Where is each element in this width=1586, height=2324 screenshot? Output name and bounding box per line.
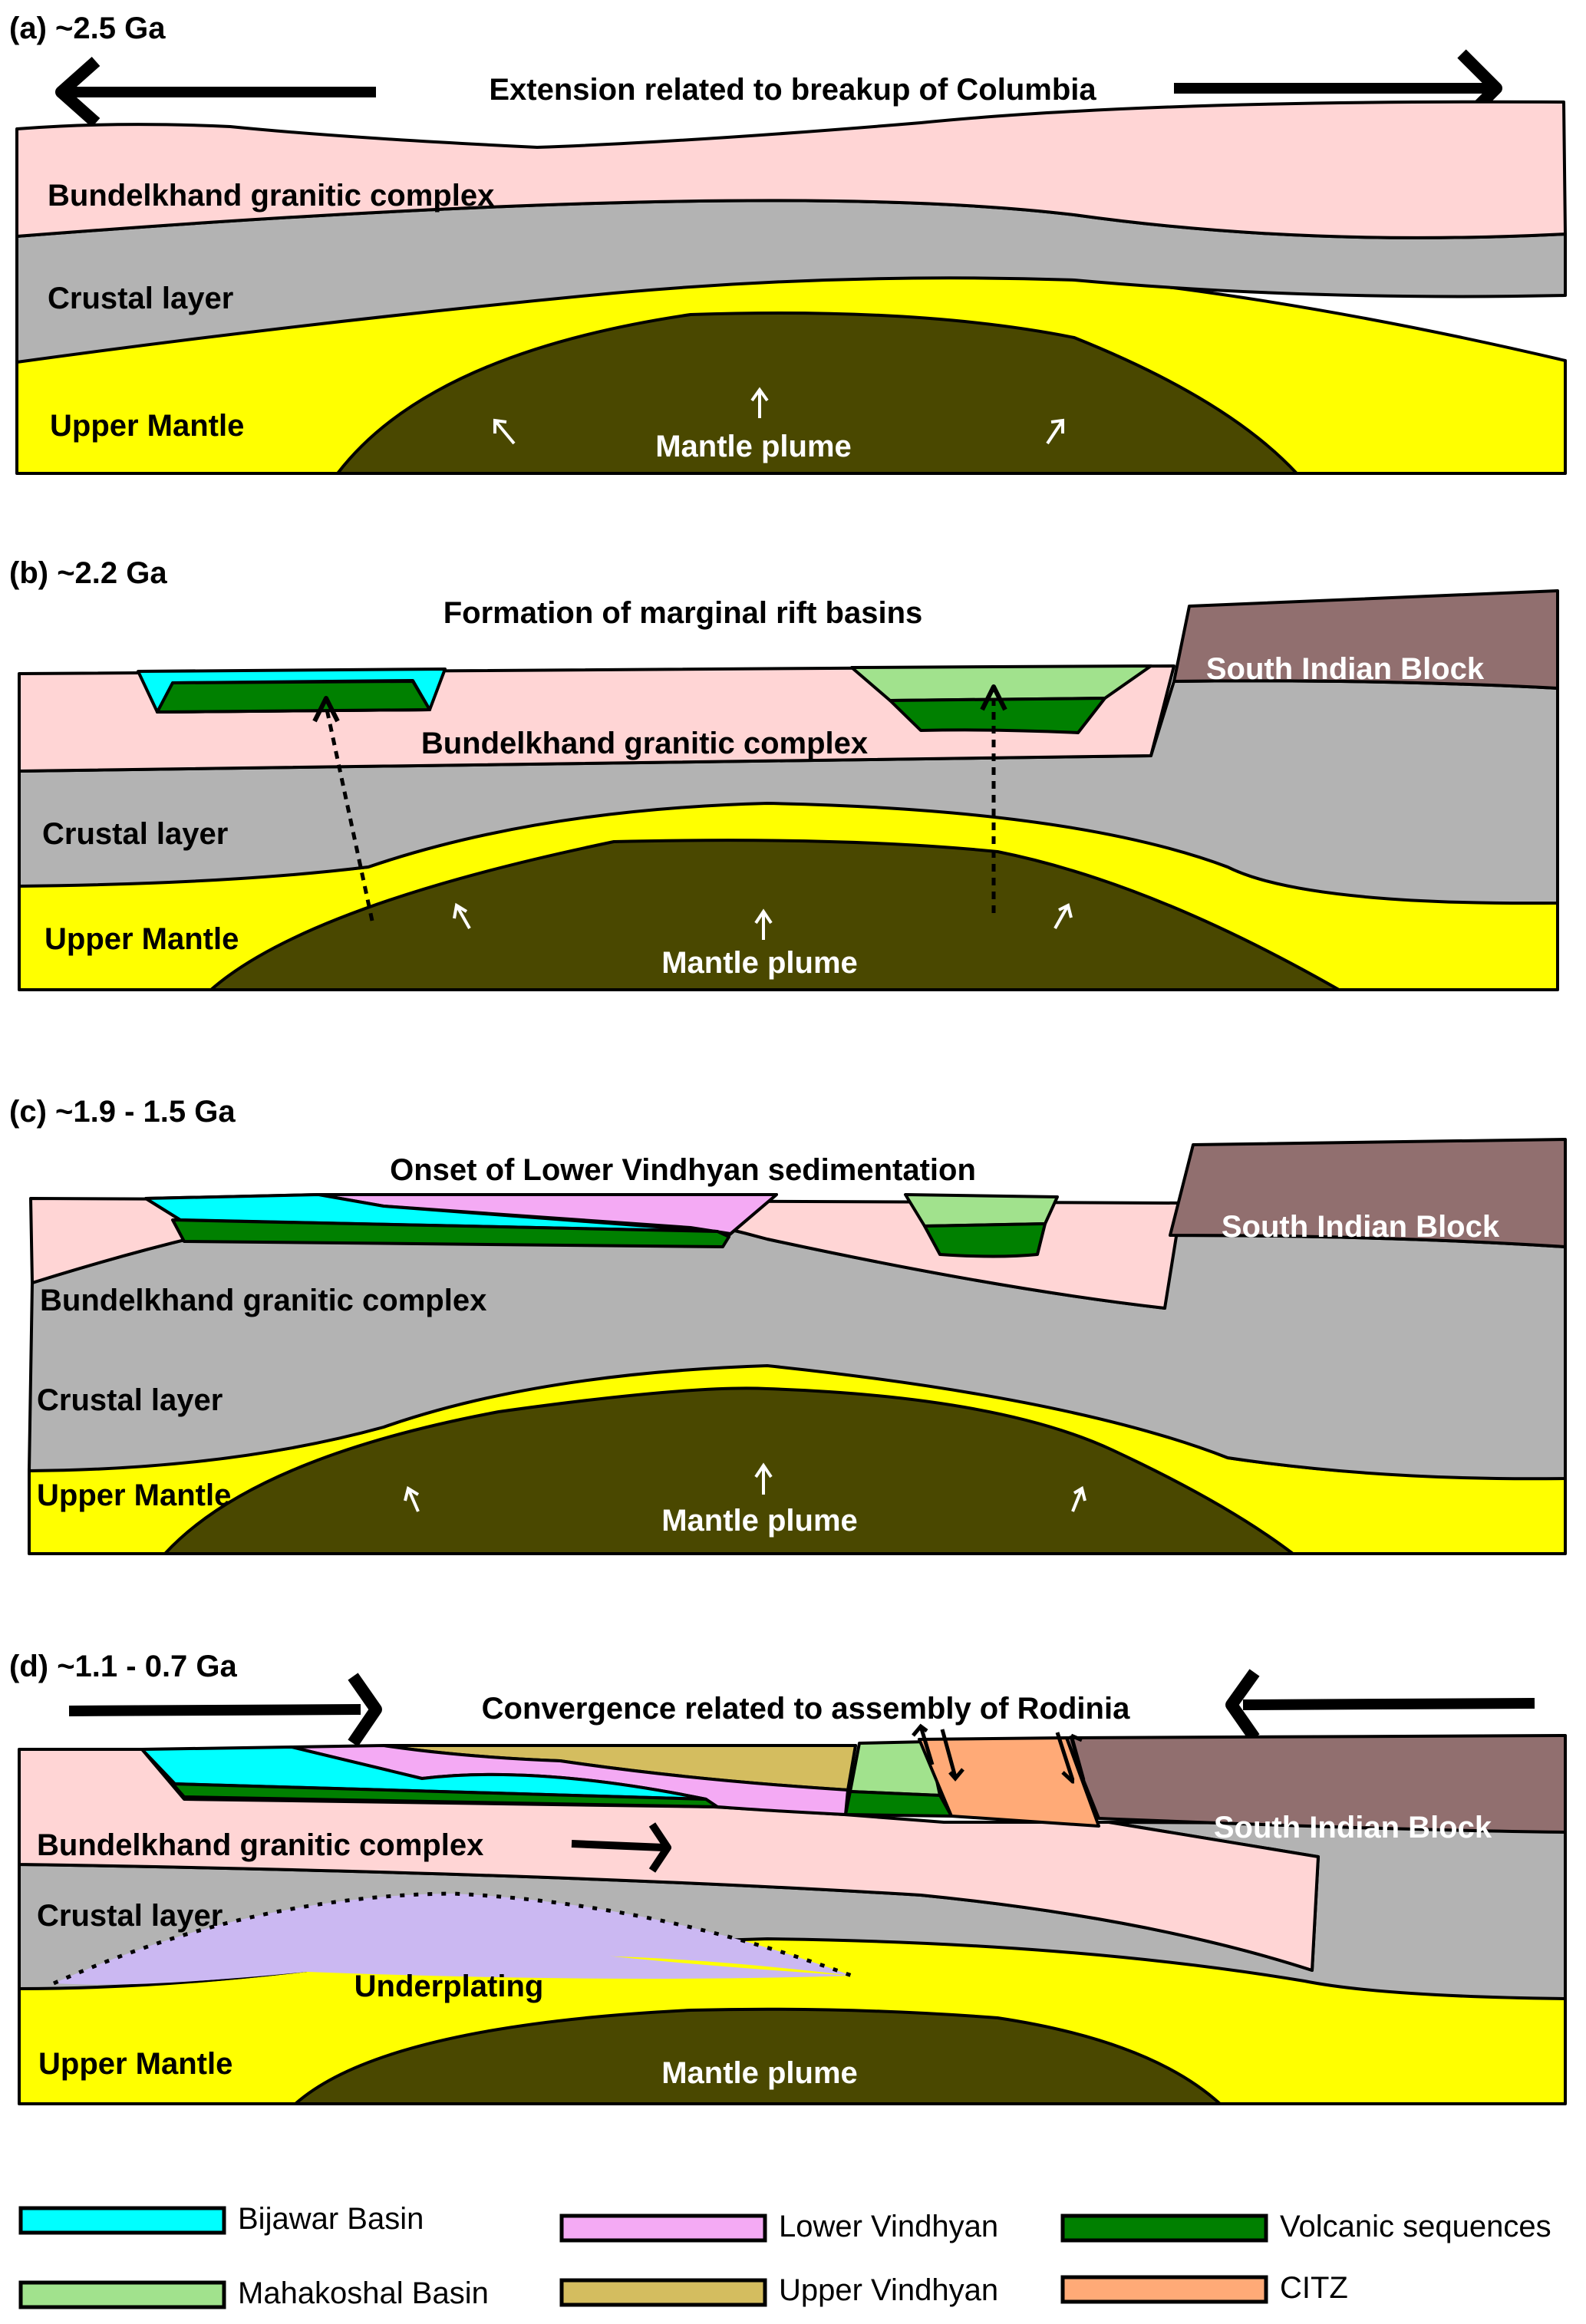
plume-label-b: Mantle plume <box>661 946 858 980</box>
granite-label-d: Bundelkhand granitic complex <box>37 1828 483 1862</box>
extension-arrow-left <box>55 57 376 127</box>
legend-item-upper-vindhyan: Upper Vindhyan <box>559 2273 998 2307</box>
mantle-plume-c <box>163 1386 1294 1555</box>
crust-label-d: Crustal layer <box>37 1899 223 1933</box>
south-indian-block-d <box>1065 1734 1567 1834</box>
block-label-c: South Indian Block <box>1222 1210 1500 1244</box>
legend-swatch-bijawar <box>18 2206 226 2235</box>
plume-label-a: Mantle plume <box>655 430 852 463</box>
volcanic-sequence-mahakoshal-c <box>923 1222 1047 1258</box>
legend-swatch-mahakoshal <box>18 2280 226 2309</box>
granite-label-a: Bundelkhand granitic complex <box>48 179 494 213</box>
legend-item-volcanic: Volcanic sequences <box>1060 2210 1551 2243</box>
block-label-b: South Indian Block <box>1206 652 1485 686</box>
legend: Bijawar Basin Lower Vindhyan Volcanic se… <box>18 2202 1551 2310</box>
plume-label-d: Mantle plume <box>661 2056 858 2090</box>
legend-swatch-citz <box>1060 2275 1268 2304</box>
volcanic-sequence-bijawar-d <box>171 1782 719 1808</box>
volcanic-sequence-bijawar-c <box>171 1218 730 1248</box>
panel-c-caption: Onset of Lower Vindhyan sedimentation <box>390 1153 976 1187</box>
mantle-plume-d <box>294 2007 1222 2105</box>
granite-layer-a <box>15 100 1567 239</box>
panel-b: (b) ~2.2 Ga Formation of marginal rift b… <box>9 556 1559 991</box>
panel-c: (c) ~1.9 - 1.5 Ga Onset of Lower Vindhya… <box>9 1095 1567 1555</box>
volcanic-sequence-mahakoshal-d <box>844 1790 953 1818</box>
panel-d-label: (d) ~1.1 - 0.7 Ga <box>9 1650 238 1683</box>
legend-label-mahakoshal: Mahakoshal Basin <box>238 2276 489 2310</box>
legend-item-lower-vindhyan: Lower Vindhyan <box>559 2210 998 2243</box>
mantle-label-b: Upper Mantle <box>45 922 239 956</box>
convergence-arrow-left <box>1225 1669 1535 1742</box>
magma-pathway-arrows-b <box>312 684 1007 921</box>
granite-label-c: Bundelkhand granitic complex <box>40 1284 486 1317</box>
legend-item-bijawar: Bijawar Basin <box>18 2202 424 2236</box>
plume-label-c: Mantle plume <box>661 1504 858 1538</box>
mahakoshal-basin-b <box>850 664 1152 702</box>
mantle-plume-a <box>336 312 1298 475</box>
legend-label-volcanic: Volcanic sequences <box>1280 2210 1551 2243</box>
crust-label-c: Crustal layer <box>37 1383 223 1417</box>
legend-label-citz: CITZ <box>1280 2271 1348 2305</box>
granite-layer-d <box>18 1748 1320 1972</box>
mahakoshal-basin-c <box>904 1193 1059 1228</box>
convergence-arrow-right <box>68 1673 382 1747</box>
panel-c-label: (c) ~1.9 - 1.5 Ga <box>9 1095 236 1129</box>
underplating-body-d <box>54 1894 852 1985</box>
panel-b-label: (b) ~2.2 Ga <box>9 556 167 590</box>
mantle-label-a: Upper Mantle <box>50 409 244 443</box>
panel-a-caption: Extension related to breakup of Columbia <box>489 73 1096 107</box>
panel-a: (a) ~2.5 Ga Extension related to breakup… <box>9 12 1567 475</box>
panel-d: (d) ~1.1 - 0.7 Ga Convergence related to… <box>9 1650 1567 2105</box>
citz-d <box>918 1736 1100 1828</box>
legend-swatch-upper-vindhyan <box>559 2278 767 2307</box>
plume-upwelling-arrows-b <box>453 902 1073 940</box>
panel-a-label: (a) ~2.5 Ga <box>9 12 166 45</box>
legend-swatch-lower-vindhyan <box>559 2214 767 2243</box>
legend-item-mahakoshal: Mahakoshal Basin <box>18 2276 489 2310</box>
panel-b-caption: Formation of marginal rift basins <box>443 596 923 630</box>
legend-swatch-volcanic <box>1060 2214 1268 2243</box>
mantle-plume-b <box>209 839 1340 991</box>
block-label-d: South Indian Block <box>1214 1811 1492 1844</box>
plume-upwelling-arrows-a <box>493 387 1064 445</box>
panel-d-caption: Convergence related to assembly of Rodin… <box>482 1692 1130 1726</box>
crust-label-a: Crustal layer <box>48 282 233 315</box>
volcanic-sequence-mahakoshal-b <box>889 697 1106 734</box>
legend-label-bijawar: Bijawar Basin <box>238 2202 424 2236</box>
mantle-label-d: Upper Mantle <box>38 2047 232 2081</box>
legend-label-lower-vindhyan: Lower Vindhyan <box>779 2210 998 2243</box>
underplating-label-d: Underplating <box>354 1970 544 2003</box>
south-indian-block-b <box>1172 589 1559 690</box>
south-indian-block-c <box>1169 1138 1567 1248</box>
legend-label-upper-vindhyan: Upper Vindhyan <box>779 2273 998 2307</box>
granite-label-b: Bundelkhand granitic complex <box>421 727 868 760</box>
mantle-label-c: Upper Mantle <box>37 1478 231 1512</box>
fault-arrows-d <box>912 1723 1086 1784</box>
granite-thrust-arrow-d <box>571 1822 671 1873</box>
crust-label-b: Crustal layer <box>42 817 228 851</box>
plume-upwelling-arrows-c <box>404 1462 1086 1512</box>
legend-item-citz: CITZ <box>1060 2271 1348 2305</box>
volcanic-sequence-bijawar-b2 <box>156 680 431 714</box>
